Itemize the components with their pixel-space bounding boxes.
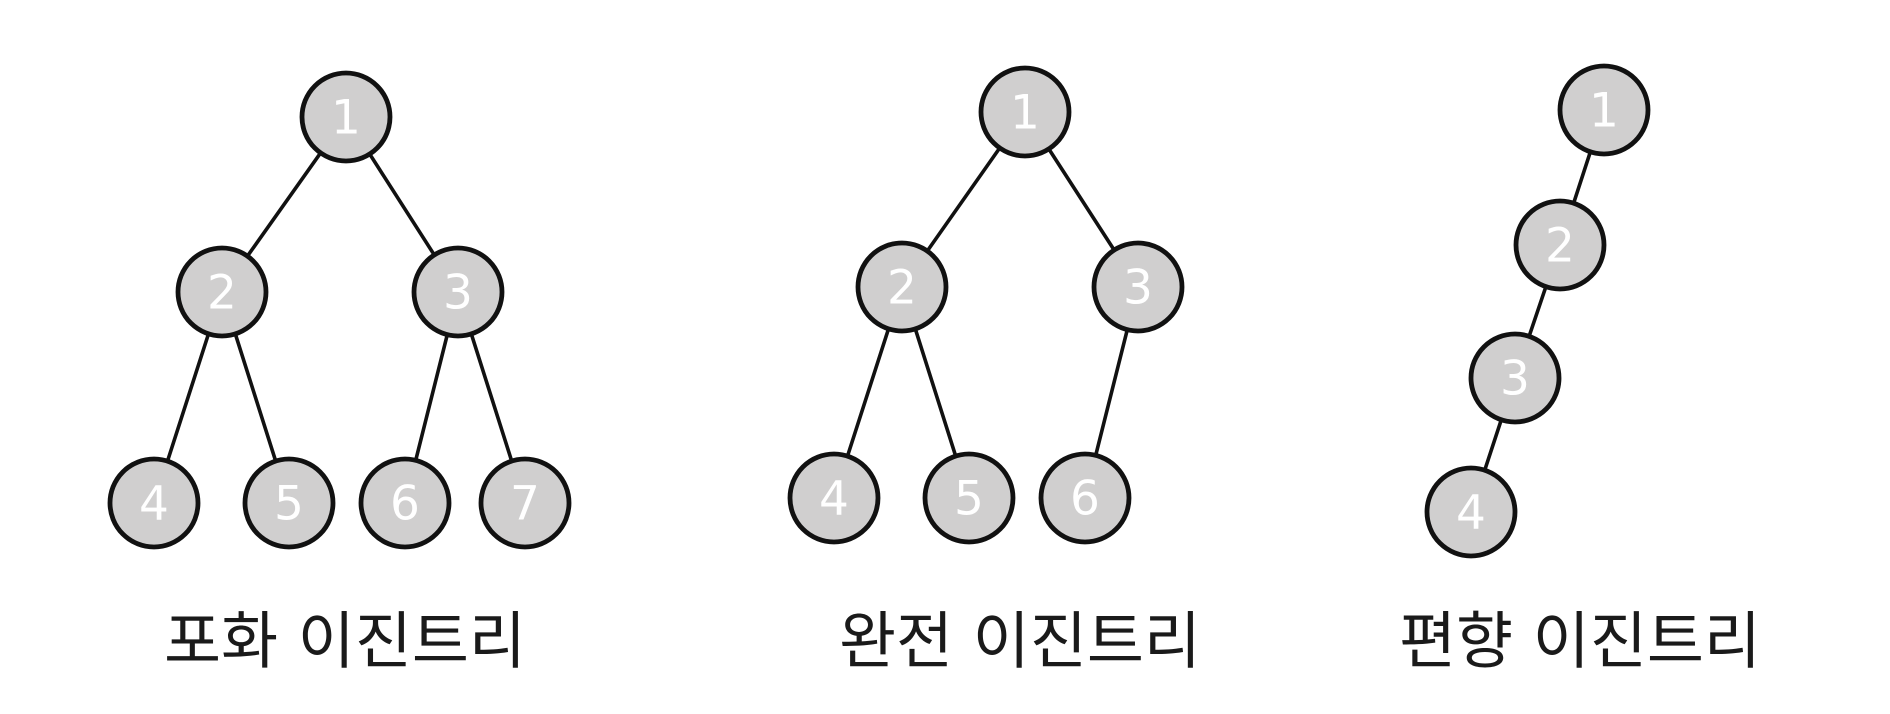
node-circle — [175, 245, 269, 339]
node-circle — [1091, 240, 1185, 334]
skewed-tree-node-2: 2 — [1513, 198, 1607, 292]
complete-tree-node-1: 1 — [978, 65, 1072, 159]
complete-tree-node-4: 4 — [787, 451, 881, 545]
node-circle — [358, 456, 452, 550]
node-label: 1 — [1010, 86, 1040, 141]
complete-tree-edge-2-4 — [845, 327, 891, 458]
full-tree-node-6: 6 — [358, 456, 452, 550]
node-circle — [922, 451, 1016, 545]
node-circle — [978, 65, 1072, 159]
node-circle — [299, 70, 393, 164]
node-circle — [242, 456, 336, 550]
node-label: 7 — [510, 477, 540, 532]
node-label: 2 — [887, 261, 917, 316]
node-circle — [107, 456, 201, 550]
skewed-tree-edge-1-2 — [1571, 150, 1593, 205]
full-tree-edge-2-5 — [233, 332, 278, 463]
nodes-layer: 1 2 3 4 5 6 7 1 2 3 4 5 6 1 2 3 4 — [107, 63, 1651, 559]
full-tree-node-2: 2 — [175, 245, 269, 339]
node-circle — [1513, 198, 1607, 292]
full-tree-node-3: 3 — [411, 245, 505, 339]
caption-full-binary-tree: 포화 이진트리 — [164, 605, 526, 678]
caption-skewed-binary-tree: 편향 이진트리 — [1399, 605, 1761, 678]
skewed-tree-edge-2-3 — [1527, 284, 1548, 339]
node-circle — [1038, 451, 1132, 545]
skewed-tree-node-4: 4 — [1424, 465, 1518, 559]
complete-tree-edge-1-2 — [925, 146, 1002, 253]
complete-tree-edge-1-3 — [1047, 147, 1116, 252]
node-label: 4 — [139, 477, 169, 532]
node-circle — [478, 456, 572, 550]
node-label: 4 — [819, 472, 849, 527]
skewed-tree-node-1: 1 — [1557, 63, 1651, 157]
node-label: 1 — [1589, 84, 1619, 139]
node-circle — [1557, 63, 1651, 157]
node-circle — [787, 451, 881, 545]
full-tree-node-4: 4 — [107, 456, 201, 550]
node-circle — [411, 245, 505, 339]
caption-complete-binary-tree: 완전 이진트리 — [839, 605, 1201, 678]
node-label: 4 — [1456, 486, 1486, 541]
node-label: 3 — [1500, 352, 1530, 407]
node-label: 5 — [274, 477, 304, 532]
node-circle — [1424, 465, 1518, 559]
node-circle — [855, 240, 949, 334]
full-tree-node-5: 5 — [242, 456, 336, 550]
node-circle — [1468, 331, 1562, 425]
node-label: 6 — [390, 477, 420, 532]
node-label: 3 — [1123, 261, 1153, 316]
full-tree-edge-3-7 — [469, 332, 514, 463]
skewed-tree-node-3: 3 — [1468, 331, 1562, 425]
full-tree-edge-2-4 — [165, 332, 211, 463]
skewed-tree-edge-3-4 — [1482, 418, 1504, 472]
complete-tree-edge-3-6 — [1093, 327, 1130, 458]
node-label: 1 — [331, 91, 361, 146]
full-tree-node-1: 1 — [299, 70, 393, 164]
node-label: 2 — [1545, 219, 1575, 274]
full-tree-edge-1-3 — [367, 152, 437, 257]
node-label: 5 — [954, 472, 984, 527]
full-tree-node-7: 7 — [478, 456, 572, 550]
complete-tree-node-2: 2 — [855, 240, 949, 334]
complete-tree-node-3: 3 — [1091, 240, 1185, 334]
full-tree-edge-1-2 — [245, 151, 323, 258]
node-label: 6 — [1070, 472, 1100, 527]
complete-tree-node-5: 5 — [922, 451, 1016, 545]
full-tree-edge-3-6 — [413, 332, 450, 463]
complete-tree-node-6: 6 — [1038, 451, 1132, 545]
node-label: 3 — [443, 266, 473, 321]
node-label: 2 — [207, 266, 237, 321]
complete-tree-edge-2-5 — [913, 327, 958, 458]
edges-layer — [165, 146, 1593, 472]
